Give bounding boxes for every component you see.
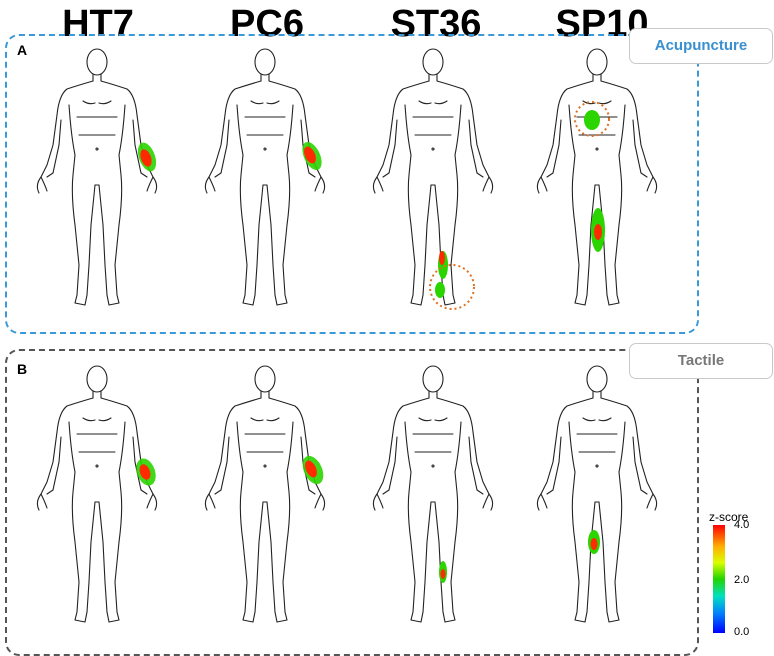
body-figure-b-pc6 [204, 365, 326, 623]
column-title-st36: ST36 [390, 3, 482, 45]
highlight-circle-sp10 [574, 101, 610, 137]
colorbar [713, 525, 725, 633]
panel-letter-b: B [17, 361, 28, 377]
acupuncture-label: Acupuncture [629, 28, 773, 64]
highlight-circle-st36 [429, 264, 475, 310]
body-figure-a-pc6 [204, 48, 326, 306]
column-title-pc6: PC6 [230, 3, 304, 45]
colorbar-tick-mid: 2.0 [734, 574, 750, 586]
body-figure-b-st36 [372, 365, 494, 623]
body-figure-a-ht7 [36, 48, 158, 306]
body-figure-b-ht7 [36, 365, 158, 623]
colorbar-tick-max: 4.0 [734, 519, 750, 531]
tactile-label: Tactile [629, 343, 773, 379]
colorbar-tick-min: 0.0 [734, 626, 750, 638]
colorbar-title: z-score [709, 510, 749, 524]
body-figure-a-st36 [372, 48, 494, 310]
panel-acupuncture: A [5, 34, 699, 334]
body-figure-b-sp10 [536, 365, 658, 623]
panel-letter-a: A [17, 42, 28, 58]
column-title-ht7: HT7 [62, 3, 134, 45]
body-figure-a-sp10 [536, 48, 658, 306]
